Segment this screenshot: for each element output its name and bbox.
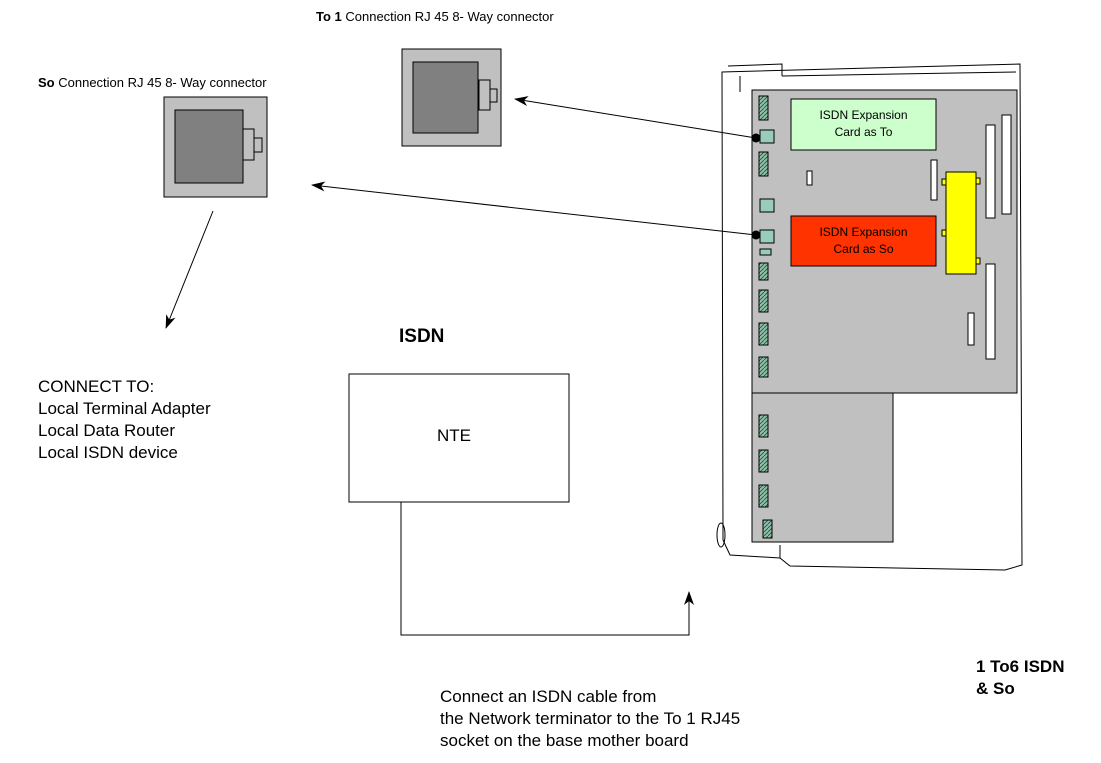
to1-arrow [514,96,757,139]
so-arrow [311,181,757,236]
connect-to-item: Local Data Router [38,421,176,440]
to1-connector [401,48,502,147]
card-so-label: ISDN Expansion Card as So [791,224,936,258]
connect-to-item: Local Terminal Adapter [38,399,211,418]
yellow-component [945,171,977,275]
card-so [790,215,937,267]
isdn-cable [400,502,694,636]
to1-socket [759,129,775,144]
card-to-line: Card as To [834,125,893,139]
connect-to-list: CONNECT TO: Local Terminal Adapter Local… [38,376,211,464]
instruction-line: the Network terminator to the To 1 RJ45 [440,709,741,728]
so-socket [759,229,775,244]
nte-label: NTE [437,426,471,445]
so-connector [163,96,268,198]
card-to-line: ISDN Expansion [819,108,908,122]
instruction-line: socket on the base mother board [440,731,689,750]
card-to [790,98,937,151]
card-to-label: ISDN Expansion Card as To [791,107,936,141]
slot-column [758,95,773,539]
isdn-heading: ISDN [399,326,445,347]
to1-label-bold: To 1 [316,9,342,24]
to1-label-rest: Connection RJ 45 8- Way connector [341,9,554,24]
instruction-line: Connect an ISDN cable from [440,687,657,706]
product-label: 1 To6 ISDN & So [976,656,1064,700]
so-connection-label: So Connection RJ 45 8- Way connector [38,75,267,90]
unit-handle [716,522,726,548]
instruction-text: Connect an ISDN cable from the Network t… [440,686,740,752]
so-label-bold: So [38,75,55,90]
nte-box [348,373,570,503]
connect-to-item: Local ISDN device [38,443,178,462]
to1-connection-label: To 1 Connection RJ 45 8- Way connector [316,9,554,24]
mid-socket [759,198,775,213]
card-so-line: Card as So [833,242,894,256]
product-line: & So [976,679,1015,698]
so-label-rest: Connection RJ 45 8- Way connector [54,75,267,90]
connect-to-heading: CONNECT TO: [38,377,155,396]
connect-to-arrow [165,210,214,329]
card-so-line: ISDN Expansion [819,225,908,239]
product-line: 1 To6 ISDN [976,657,1065,676]
